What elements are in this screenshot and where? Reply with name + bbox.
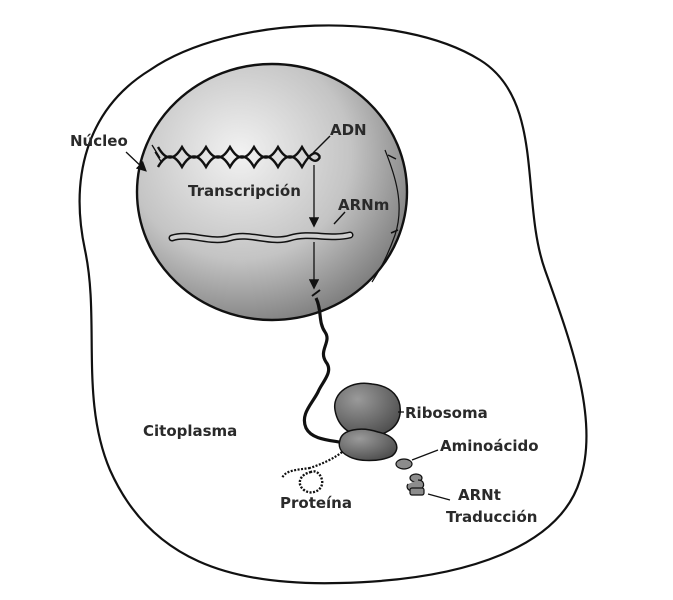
- label-nucleo: Núcleo: [70, 132, 128, 150]
- label-proteina: Proteína: [280, 494, 352, 512]
- nucleo-pointer: [125, 151, 147, 172]
- ribosome: [334, 382, 401, 462]
- label-citoplasma: Citoplasma: [143, 422, 237, 440]
- dna-helix: [151, 144, 322, 170]
- label-arnt: ARNt: [458, 486, 501, 504]
- nucleus: [135, 62, 409, 322]
- trna: [406, 473, 451, 501]
- label-traduccion: Traducción: [446, 508, 537, 526]
- label-arnm: ARNm: [338, 196, 389, 214]
- adn-pointer: [312, 135, 331, 154]
- label-adn: ADN: [330, 121, 367, 139]
- protein-chain: [281, 451, 343, 494]
- mrna-strand: [168, 231, 354, 244]
- label-transcripcion: Transcripción: [188, 182, 301, 200]
- amino-acid: [395, 449, 439, 470]
- label-aminoacido: Aminoácido: [440, 437, 539, 455]
- arnm-pointer: [333, 211, 346, 225]
- mrna-exit: [302, 297, 346, 445]
- label-ribosoma: Ribosoma: [405, 404, 488, 422]
